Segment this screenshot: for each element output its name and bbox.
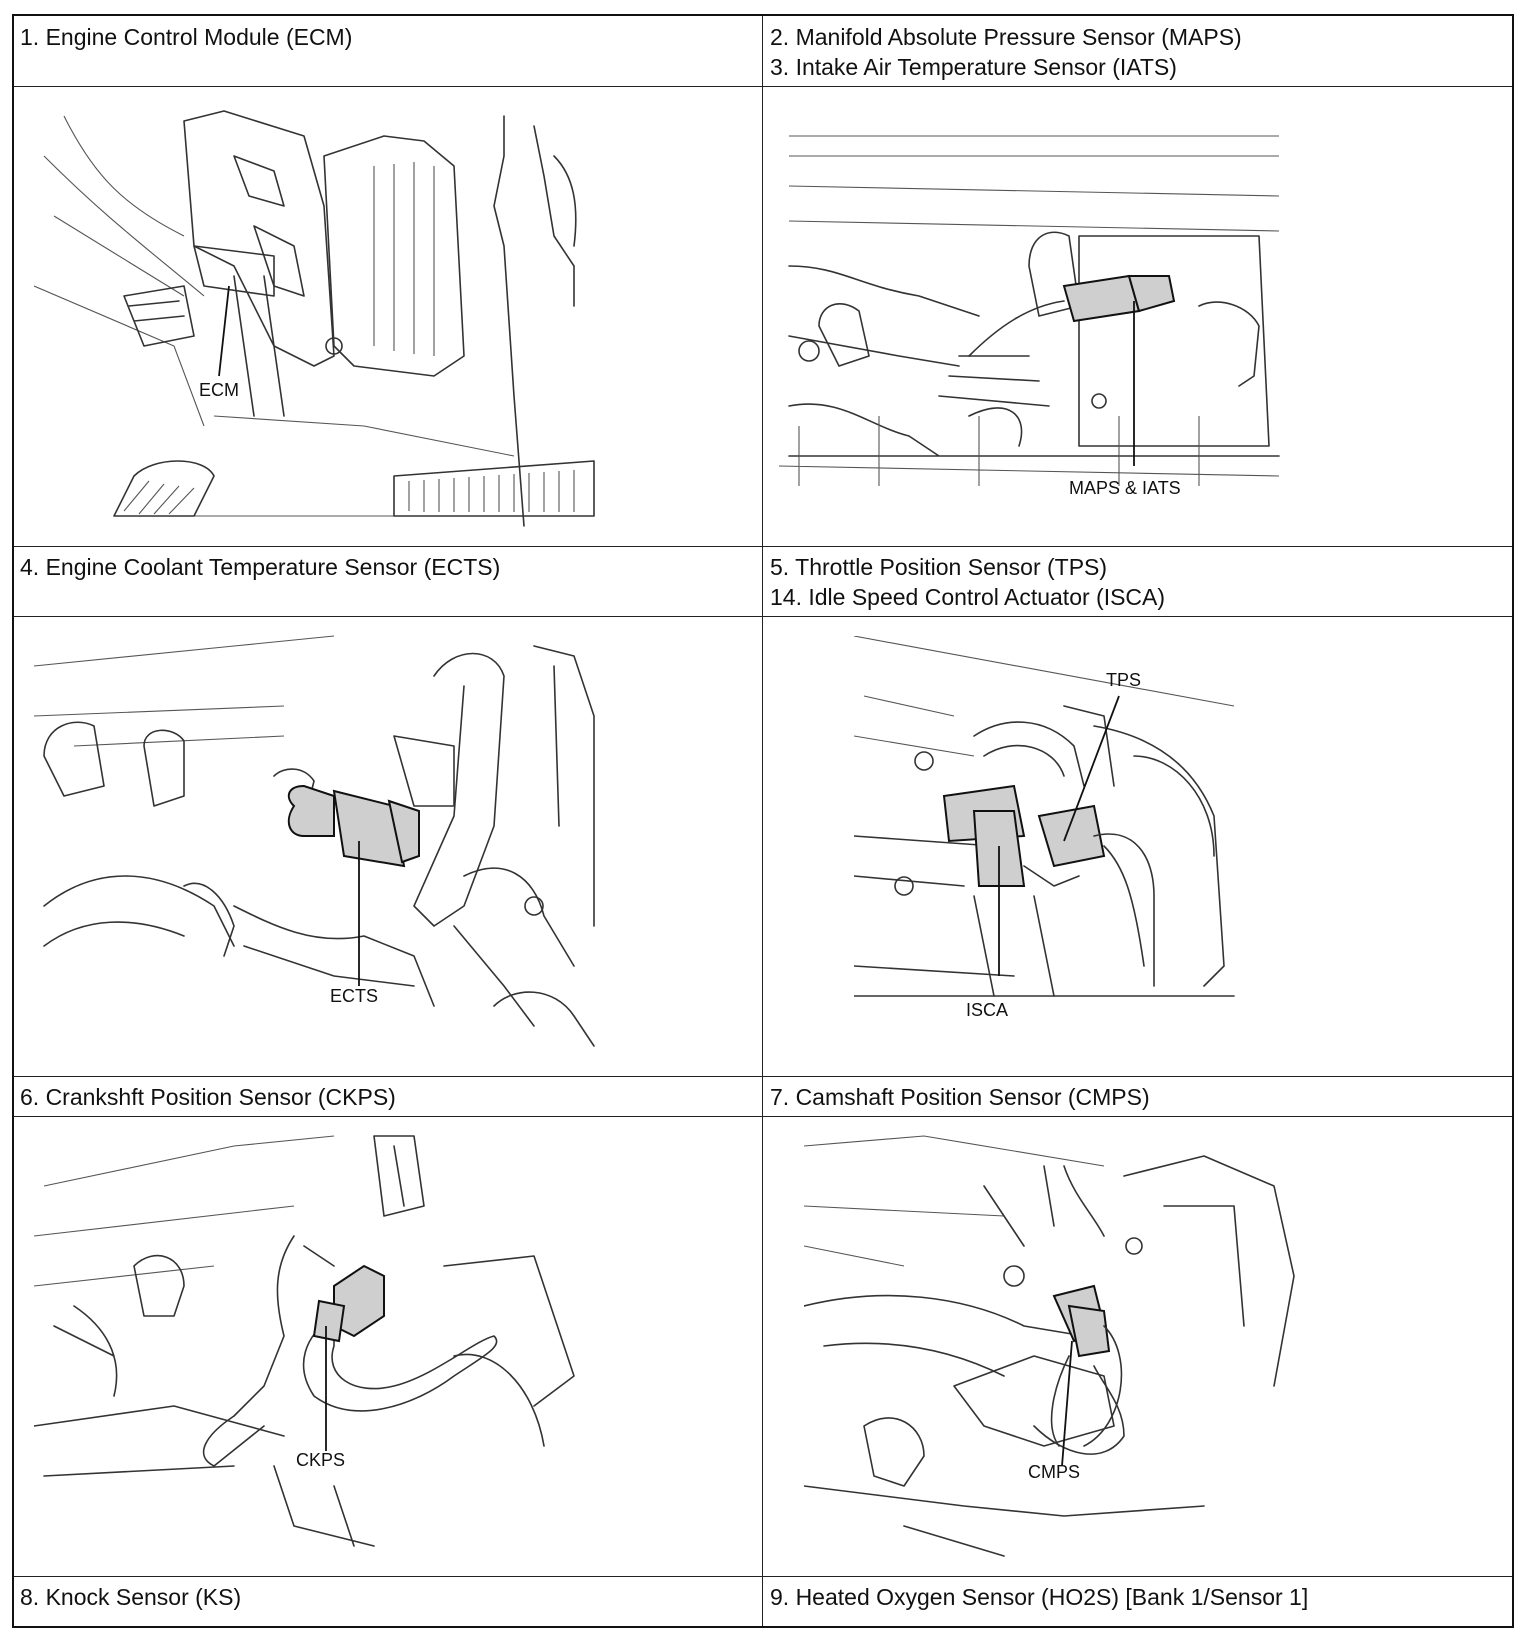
cmps-callout: CMPS: [1028, 1462, 1080, 1482]
cmps-illustration: CMPS: [804, 1126, 1344, 1566]
ecm-illustration: ECM: [34, 96, 604, 536]
caption-isca: 14. Idle Speed Control Actuator (ISCA): [770, 584, 1166, 610]
caption-ckps: 6. Crankshft Position Sensor (CKPS): [20, 1084, 396, 1110]
caption-tps: 5. Throttle Position Sensor (TPS): [770, 554, 1108, 580]
maps-iats-callout: MAPS & IATS: [1069, 478, 1181, 498]
caption-ho2s: 9. Heated Oxygen Sensor (HO2S) [Bank 1/S…: [770, 1584, 1309, 1610]
tps-isca-illustration: TPS ISCA: [854, 636, 1254, 1066]
column-divider: [762, 16, 763, 1626]
caption-ecm: 1. Engine Control Module (ECM): [20, 24, 353, 50]
ects-illustration: ECTS: [34, 626, 614, 1066]
row-divider: [14, 546, 1512, 547]
ects-callout: ECTS: [330, 986, 378, 1006]
sensor-location-table: 1. Engine Control Module (ECM) 2. Manifo…: [12, 14, 1514, 1628]
ckps-illustration: CKPS: [34, 1126, 614, 1566]
caption-ects: 4. Engine Coolant Temperature Sensor (EC…: [20, 554, 501, 580]
ecm-callout: ECM: [199, 380, 239, 400]
isca-callout: ISCA: [966, 1000, 1008, 1020]
maps-iats-illustration: MAPS & IATS: [779, 126, 1339, 526]
ckps-callout: CKPS: [296, 1450, 345, 1470]
row-divider: [14, 1116, 1512, 1117]
row-divider: [14, 616, 1512, 617]
caption-maps: 2. Manifold Absolute Pressure Sensor (MA…: [770, 24, 1242, 50]
caption-cmps: 7. Camshaft Position Sensor (CMPS): [770, 1084, 1150, 1110]
row-divider: [14, 1076, 1512, 1077]
caption-iats: 3. Intake Air Temperature Sensor (IATS): [770, 54, 1177, 80]
tps-callout: TPS: [1106, 670, 1141, 690]
caption-ks: 8. Knock Sensor (KS): [20, 1584, 242, 1610]
row-divider: [14, 86, 1512, 87]
row-divider: [14, 1576, 1512, 1577]
